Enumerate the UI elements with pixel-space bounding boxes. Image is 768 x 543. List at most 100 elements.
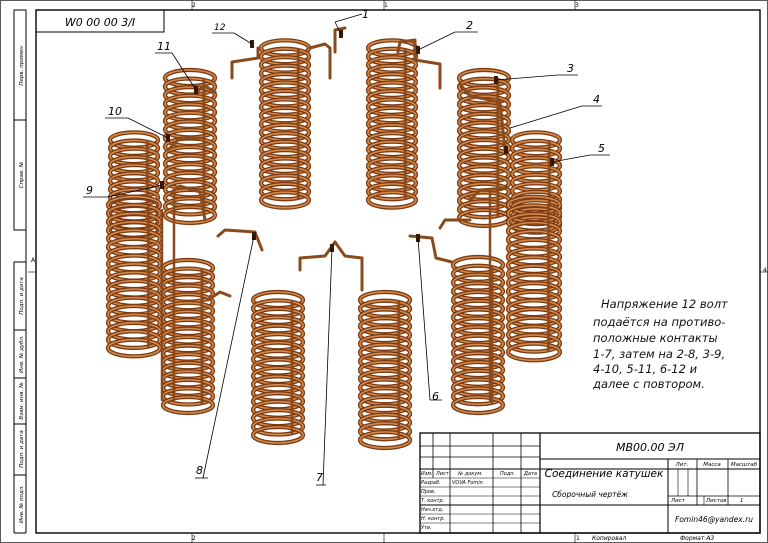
callout-11: 11 (157, 40, 171, 53)
coil-turn-highlight (452, 396, 504, 414)
wire-segment (438, 218, 472, 230)
wire-segment (230, 46, 260, 80)
zone-mark-left: A (31, 257, 36, 264)
wire-segment (408, 234, 454, 264)
wire-segment (308, 42, 332, 80)
top-stamp-text: W0 00 00 3/I (65, 16, 135, 29)
contact-terminal (504, 146, 508, 154)
coil-9 (160, 257, 216, 416)
callout-10: 10 (108, 105, 122, 118)
coil-turn-highlight (162, 396, 214, 414)
row-razrab-name: VOVA Fomin (452, 480, 483, 486)
col-doc-no: № докум. (457, 471, 483, 477)
coil-assembly (105, 38, 563, 451)
coil-turn-highlight (164, 197, 216, 216)
designation: МВ00.00 ЭЛ (616, 441, 684, 454)
coil-1 (258, 38, 312, 210)
coil-2 (365, 38, 419, 210)
coil-10 (450, 254, 506, 416)
wire-segment (298, 240, 364, 292)
coil-turn-highlight (164, 206, 216, 224)
frame-border (35, 9, 761, 534)
callout-8: 8 (196, 464, 203, 477)
connection-wires (160, 26, 508, 402)
col-date: Дата (523, 471, 537, 477)
wire-segment (468, 186, 508, 202)
wire-segment (396, 38, 442, 90)
coil-turn-highlight (107, 338, 161, 358)
zone-mark-bottom-mid: 1 (576, 535, 580, 542)
coil-turn-highlight (107, 330, 161, 349)
sheets-label: Листов (705, 498, 727, 504)
callout-5: 5 (598, 142, 605, 155)
document-type: Сборочный чертёж (552, 490, 628, 499)
side-strip: Перв. примен. Справ. № Подп. и дата Инв.… (13, 9, 27, 534)
footer-format: Формат А3 (680, 535, 714, 542)
col-izm: Изм. (421, 471, 433, 477)
title-block (419, 432, 761, 534)
callout-2: 2 (466, 19, 473, 32)
sheets-count: 1 (740, 498, 744, 504)
side-label-podp1: Подп. и дата (19, 277, 25, 315)
wire-segment (333, 26, 347, 54)
side-label-vzam: Взам. инв. № (19, 382, 25, 420)
wire-segment (194, 84, 217, 94)
col-list: Лист (435, 471, 450, 477)
zone-mark-top-right: 3 (575, 2, 579, 9)
coil-3 (162, 67, 218, 226)
coil-turn-highlight (359, 431, 411, 449)
coil-turn-highlight (507, 342, 561, 362)
side-label-sprav: Справ. № (19, 161, 25, 188)
title-block-text: МВ00.00 ЭЛ Соединение катушек Сборочный … (421, 441, 758, 531)
zone-mark-bottom-left: 2 (192, 535, 196, 542)
row-nkontr: Н. контр. (421, 516, 445, 522)
top-stamp-box (35, 9, 165, 33)
row-razrab: Разраб. (421, 480, 441, 486)
footer-copied: Копировал (592, 535, 626, 542)
coil-turn-highlight (252, 417, 304, 436)
coil-8 (505, 194, 563, 363)
masshtab-label: Масштаб (731, 462, 758, 468)
row-nach: Нач.отд. (421, 507, 443, 513)
zone-mark-top-mid: 2 (192, 2, 196, 9)
coil-7 (105, 194, 163, 359)
callout-1: 1 (362, 8, 369, 21)
note-line-3: положные контакты (593, 331, 718, 345)
coil-11 (250, 289, 306, 446)
callout-9: 9 (86, 184, 93, 197)
note-line-5: 4-10, 5-11, 6-12 и (593, 362, 698, 376)
wire-segment (170, 184, 207, 222)
callout-12: 12 (214, 23, 226, 33)
note-line-6: далее с повтором. (593, 377, 705, 391)
callouts (83, 13, 610, 486)
callout-labels: 1 2 3 4 5 6 7 8 9 10 11 12 (86, 8, 605, 484)
sheet-label: Лист (670, 498, 686, 504)
coil-turn-highlight (367, 183, 417, 201)
callout-3: 3 (567, 62, 574, 75)
coil-turn-highlight (507, 334, 561, 353)
row-tkontr: Т. контр. (421, 498, 444, 504)
wire-segment (216, 228, 264, 252)
col-sign: Подп. (500, 471, 515, 477)
note-line-4: 1-7, затем на 2-8, 3-9, (593, 347, 726, 361)
coil-turn-highlight (367, 191, 417, 209)
row-prov: Пров. (421, 489, 436, 495)
note-line-1: Напряжение 12 волт (601, 297, 728, 311)
lit-label: Лит. (675, 462, 689, 468)
zone-mark-right: 4 (763, 267, 767, 274)
coil-12 (357, 289, 413, 451)
massa-label: Масса (703, 462, 721, 468)
side-label-podp2: Подп. и дата (19, 430, 25, 468)
drawing-title: Соединение катушек (545, 468, 664, 480)
coil-turn-highlight (359, 422, 411, 441)
coil-turn-highlight (252, 426, 304, 444)
coil-turn-highlight (260, 191, 310, 209)
row-utv: Утв. (421, 525, 432, 531)
wire-segment (166, 136, 202, 152)
wire-segment (458, 82, 507, 152)
side-label-inv-podl: Инв. № подл. (19, 485, 25, 523)
wire-segment (206, 290, 232, 302)
coil-turn-highlight (260, 183, 310, 201)
email: Fomin46@yandex.ru (675, 515, 753, 524)
